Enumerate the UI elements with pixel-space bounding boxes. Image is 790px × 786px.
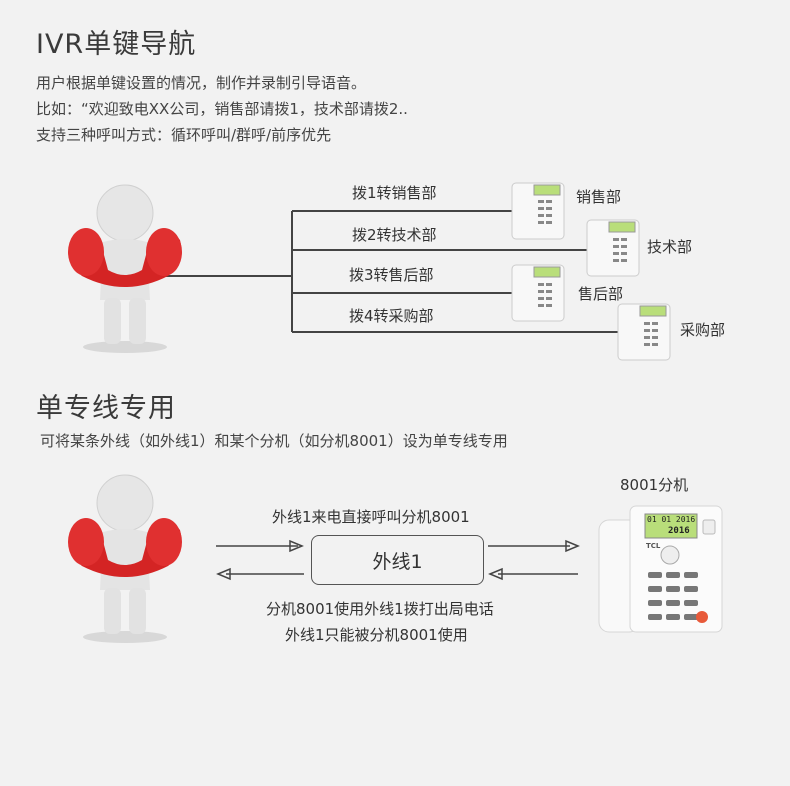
branch-label-1: 拨1转销售部 [352,184,437,202]
dept-aftersales: 售后部 [578,285,624,303]
phone-screen-line1: 01 01 2016 [647,515,696,524]
outgoing-label-1: 分机8001使用外线1拨打出局电话 [266,600,494,618]
ivr-desc-line-2: 比如：“欢迎致电XX公司，销售部请拨1，技术部请拨2.. [36,100,408,118]
phone-brand: TCL [646,542,661,550]
branch-label-4: 拨4转采购部 [349,307,434,325]
dedicated-title: 单专线专用 [36,393,176,424]
dept-sales: 销售部 [576,188,622,206]
dept-tech: 技术部 [647,238,693,256]
dedicated-desc: 可将某条外线（如外线1）和某个分机（如分机8001）设为单专线专用 [40,432,508,450]
trunk-box-label: 外线1 [372,550,423,573]
incoming-label: 外线1来电直接呼叫分机8001 [272,508,470,526]
outgoing-label-2: 外线1只能被分机8001使用 [285,626,468,644]
branch-label-3: 拨3转售后部 [349,266,434,284]
ivr-desc-line-3: 支持三种呼叫方式：循环呼叫/群呼/前序优先 [36,126,332,144]
dept-purchase: 采购部 [680,321,726,339]
trunk-box: 外线1 [311,535,484,585]
extension-label: 8001分机 [620,476,689,494]
ivr-title: IVR单键导航 [36,29,197,60]
branch-label-2: 拨2转技术部 [352,226,437,244]
phone-screen-line2: 2016 [668,526,690,536]
ivr-desc-line-1: 用户根据单键设置的情况，制作并录制引导语音。 [36,74,367,92]
